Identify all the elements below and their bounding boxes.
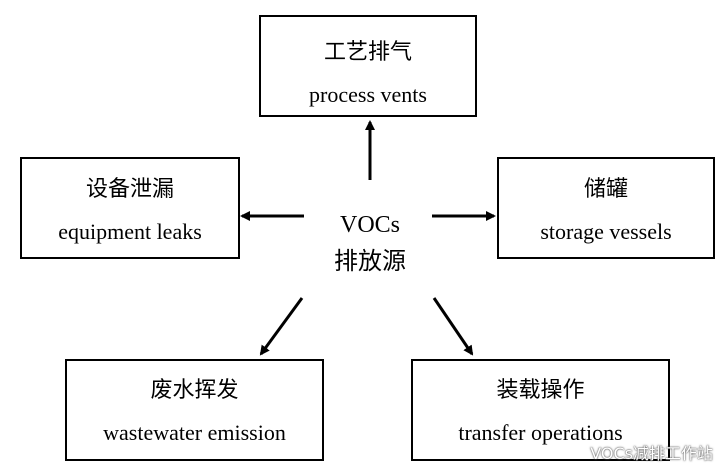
watermark-text: VOCs减排工作站: [590, 444, 713, 463]
source-label-cn: 工艺排气: [323, 40, 412, 65]
arrow-to-transfer-operations: [432, 297, 474, 356]
source-box-transfer-operations: 装载操作 transfer operations: [411, 359, 670, 461]
source-box-process-vents: 工艺排气 process vents: [259, 15, 477, 117]
center-node-vocs: VOCs 排放源: [310, 210, 430, 276]
source-label-en: equipment leaks: [58, 219, 202, 244]
source-box-wastewater-emission: 废水挥发 wastewater emission: [65, 359, 324, 461]
center-label-en: VOCs: [339, 212, 400, 238]
wechat-icon: [570, 445, 586, 458]
arrow-to-wastewater-emission: [259, 297, 304, 356]
center-label-cn: 排放源: [334, 247, 406, 275]
source-label-en: storage vessels: [540, 219, 672, 244]
source-label-cn: 储罐: [583, 177, 628, 202]
source-label-en: wastewater emission: [103, 420, 286, 445]
source-label-en: process vents: [309, 82, 427, 107]
source-label-cn: 设备泄漏: [85, 177, 174, 202]
source-label-cn: 装载操作: [496, 378, 585, 403]
source-label-en: transfer operations: [458, 420, 623, 445]
source-box-equipment-leaks: 设备泄漏 equipment leaks: [20, 157, 240, 259]
watermark: VOCs减排工作站: [570, 440, 713, 464]
source-box-storage-vessels: 储罐 storage vessels: [497, 157, 715, 259]
source-label-cn: 废水挥发: [150, 378, 239, 403]
